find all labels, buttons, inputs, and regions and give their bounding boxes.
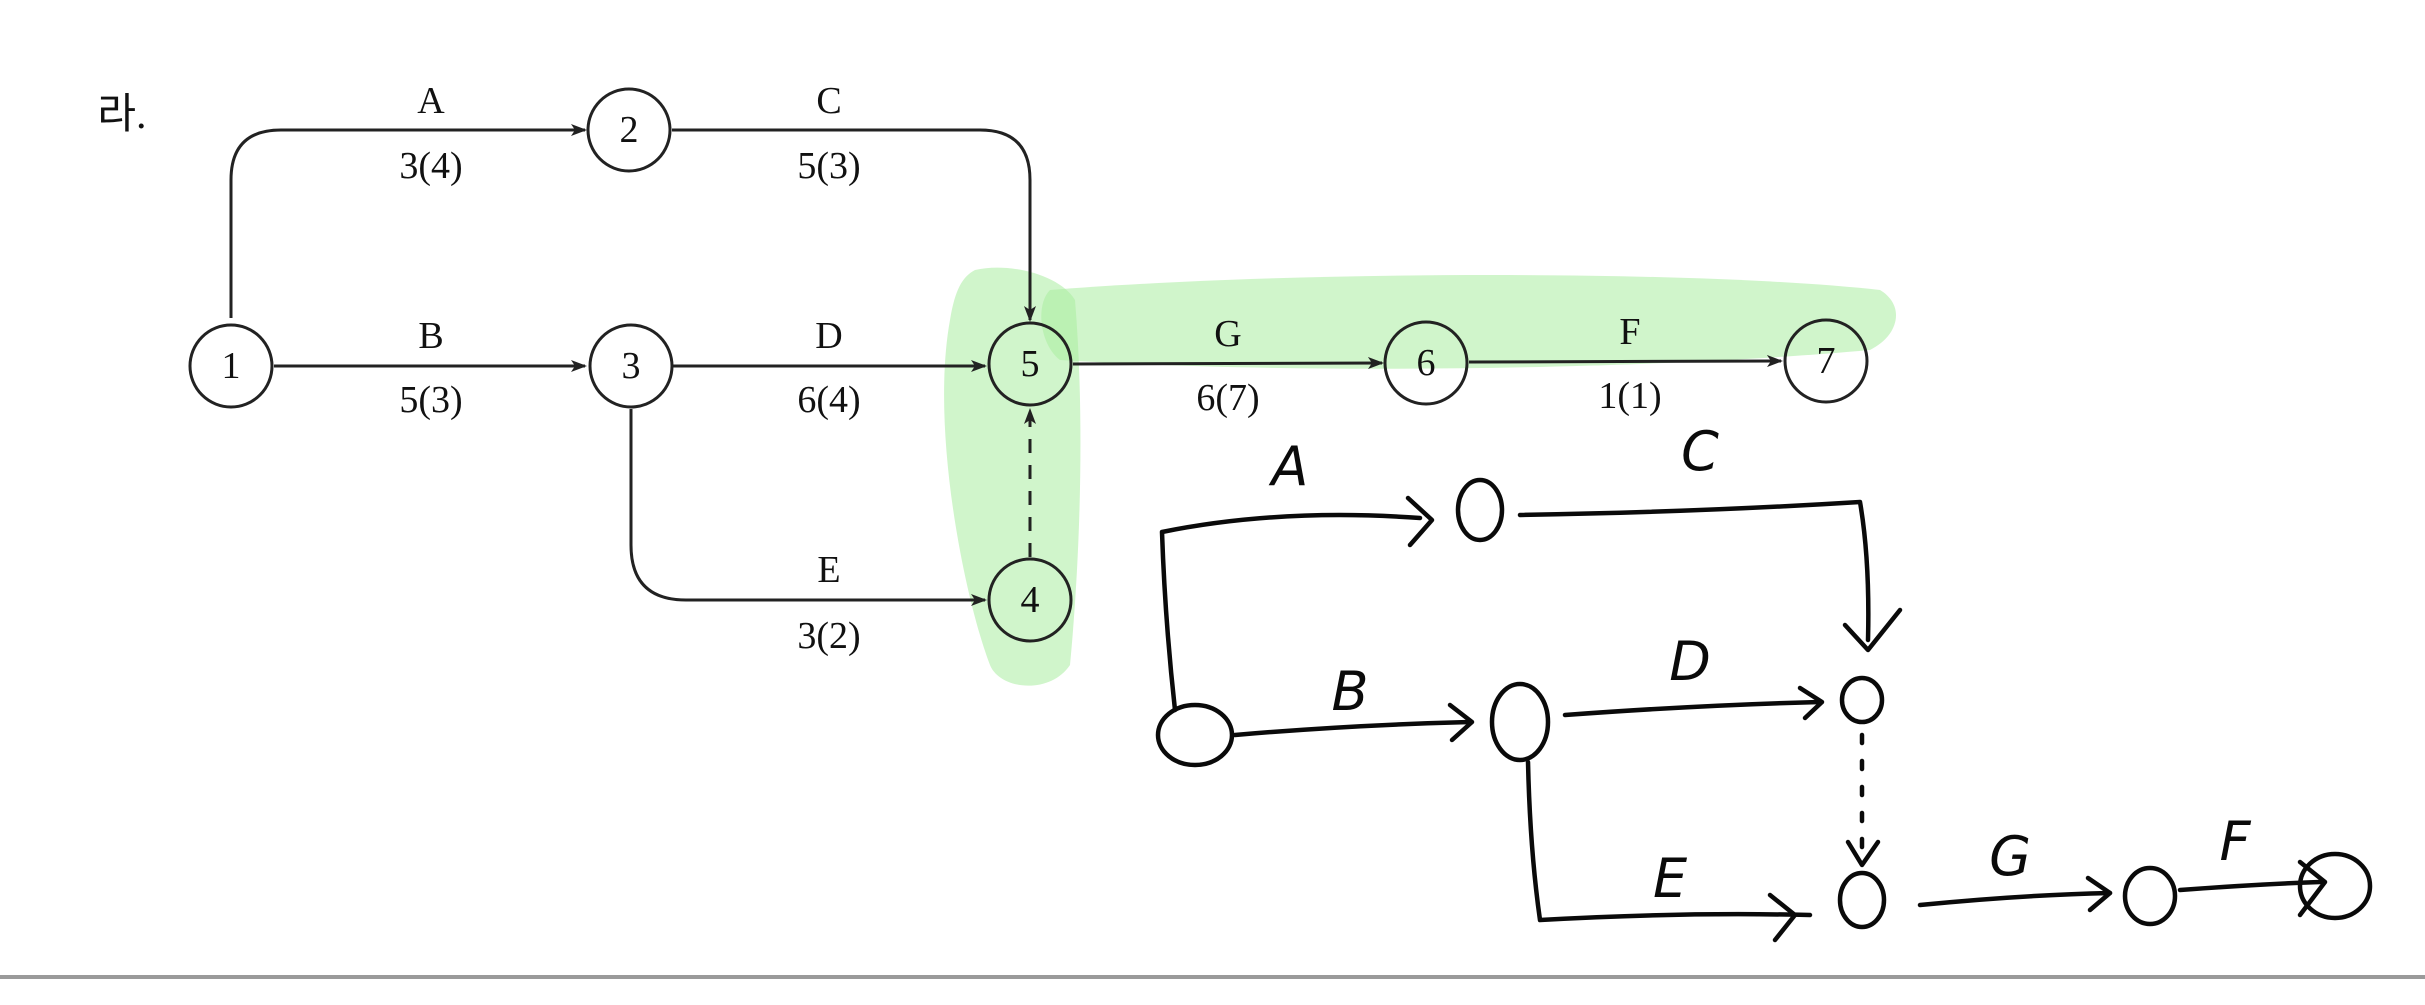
sketch-arrow-b — [1232, 719, 1473, 738]
activity-g-duration: 6(7) — [1196, 377, 1259, 419]
sketch-arrow-d — [1562, 699, 1823, 718]
sketch-arrow-e — [1525, 759, 1813, 923]
sketch-label-a: A — [1269, 435, 1309, 498]
sketch-label-f: F — [2219, 810, 2251, 873]
activity-a-name: A — [417, 80, 445, 122]
sketch-arrow-g — [1917, 890, 2113, 908]
sketch-node-merge — [1839, 675, 1885, 725]
sketch-node-dummy-end — [1837, 870, 1887, 930]
sketch-label-d: D — [1669, 630, 1711, 693]
svg-text:1: 1 — [222, 345, 241, 387]
activity-e-duration: 3(2) — [797, 615, 860, 657]
svg-text:7: 7 — [1817, 340, 1836, 382]
sketch-arrow-a — [1159, 512, 1423, 713]
bottom-rule — [0, 975, 2425, 979]
activity-c-arrow — [672, 128, 1036, 322]
handwritten-sketch: A C B D E G F — [1155, 420, 2373, 943]
svg-text:2: 2 — [620, 109, 639, 151]
svg-text:4: 4 — [1021, 579, 1040, 621]
printed-edges — [229, 124, 1783, 606]
svg-text:5: 5 — [1021, 343, 1040, 385]
sketch-label-b: B — [1331, 660, 1368, 723]
activity-a-duration: 3(4) — [399, 145, 462, 187]
activity-labels: A 3(4) C 5(3) B 5(3) D 6(4) E 3(2) G 6(7… — [399, 80, 1661, 657]
sketch-node-end — [2297, 851, 2373, 921]
critical-path-highlight — [944, 267, 1897, 686]
activity-e-name: E — [817, 549, 840, 591]
activity-f-duration: 1(1) — [1598, 375, 1661, 417]
node-7: 7 — [1783, 318, 1869, 404]
activity-c-name: C — [816, 80, 841, 122]
activity-c-duration: 5(3) — [797, 145, 860, 187]
sketch-node-after-g — [2122, 865, 2178, 927]
node-6: 6 — [1383, 320, 1469, 406]
printed-nodes: 1 2 3 4 5 6 7 — [188, 87, 1869, 643]
activity-a-arrow — [229, 124, 587, 318]
activity-d-name: D — [815, 315, 842, 357]
sketch-node-after-a — [1455, 477, 1505, 543]
node-5: 5 — [987, 321, 1073, 407]
activity-d-duration: 6(4) — [797, 379, 860, 421]
sketch-label-g: G — [1989, 825, 2031, 888]
node-3: 3 — [588, 323, 674, 409]
sketch-label-c: C — [1681, 420, 1719, 483]
node-2: 2 — [586, 87, 672, 173]
activity-e-arrow — [629, 409, 987, 606]
node-4: 4 — [987, 557, 1073, 643]
activity-g-name: G — [1214, 313, 1241, 355]
activity-f-name: F — [1619, 311, 1640, 353]
activity-g-arrow — [1072, 357, 1384, 370]
sketch-arrow-f — [2177, 879, 2323, 893]
svg-text:3: 3 — [622, 345, 641, 387]
node-1: 1 — [188, 323, 274, 409]
sketch-label-e: E — [1653, 847, 1688, 910]
activity-b-duration: 5(3) — [399, 379, 462, 421]
activity-b-name: B — [418, 315, 443, 357]
sketch-node-after-b — [1489, 681, 1551, 763]
sketch-node-start — [1155, 702, 1235, 768]
sketch-arrow-c — [1517, 499, 1871, 643]
activity-f-arrow — [1468, 355, 1783, 368]
svg-text:6: 6 — [1417, 342, 1436, 384]
problem-marker: 라. — [97, 92, 146, 138]
